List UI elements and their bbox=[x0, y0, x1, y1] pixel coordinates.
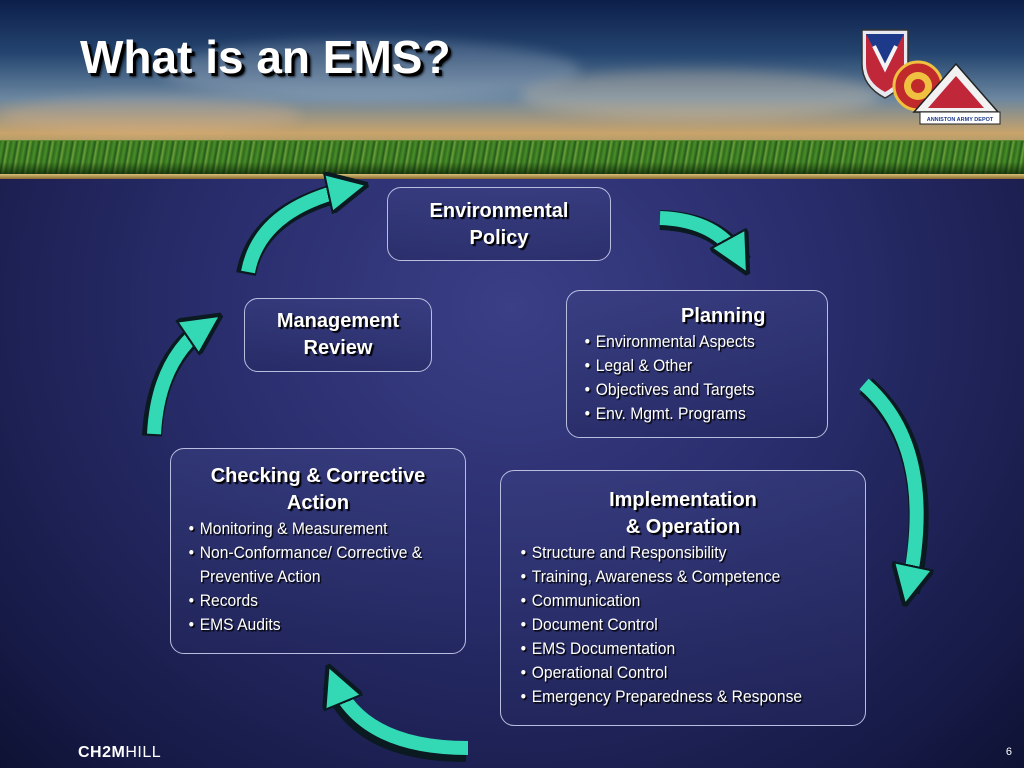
army-logo: ANNISTON ARMY DEPOT bbox=[861, 29, 1001, 125]
planning-box: Planning Environmental Aspects Legal & O… bbox=[566, 290, 828, 438]
logo-bold: CH2M bbox=[78, 744, 126, 761]
planning-item: Env. Mgmt. Programs bbox=[581, 402, 807, 426]
header-banner bbox=[0, 0, 1024, 178]
checking-item: EMS Audits bbox=[185, 613, 443, 637]
ch2mhill-logo: CH2MHILL bbox=[78, 744, 161, 762]
arrow-planning-to-implementation bbox=[859, 378, 929, 595]
management-review-title: Management Review bbox=[276, 310, 400, 359]
implementation-item: Structure and Responsibility bbox=[517, 541, 837, 565]
logo-regular: HILL bbox=[125, 744, 162, 761]
implementation-item: Training, Awareness & Competence bbox=[517, 565, 837, 589]
implementation-item: EMS Documentation bbox=[517, 637, 837, 661]
checking-item: Monitoring & Measurement bbox=[185, 517, 443, 541]
environmental-policy-box: Environmental Policy bbox=[387, 187, 611, 261]
checking-list: Monitoring & Measurement Non-Conformance… bbox=[185, 517, 465, 637]
planning-item: Environmental Aspects bbox=[581, 330, 807, 354]
depot-triangle-icon bbox=[912, 62, 1001, 125]
planning-item: Objectives and Targets bbox=[581, 378, 807, 402]
implementation-item: Communication bbox=[517, 589, 837, 613]
planning-list: Environmental Aspects Legal & Other Obje… bbox=[581, 330, 827, 426]
arrow-implementation-to-checking bbox=[322, 679, 467, 762]
cloud bbox=[520, 70, 880, 120]
arrow-checking-to-review bbox=[142, 317, 212, 437]
implementation-title: Implementation & Operation bbox=[609, 489, 757, 538]
implementation-item: Emergency Preparedness & Response bbox=[517, 685, 837, 709]
planning-title: Planning bbox=[681, 305, 766, 327]
implementation-item: Document Control bbox=[517, 613, 837, 637]
environmental-policy-title: Environmental Policy bbox=[429, 200, 569, 249]
checking-item: Records bbox=[185, 589, 443, 613]
header-rule bbox=[0, 174, 1024, 179]
arrow-policy-to-planning bbox=[659, 210, 751, 268]
implementation-item: Operational Control bbox=[517, 661, 837, 685]
cloud bbox=[160, 40, 580, 100]
planning-item: Legal & Other bbox=[581, 354, 807, 378]
checking-corrective-action-box: Checking & Corrective Action Monitoring … bbox=[170, 448, 466, 654]
implementation-operation-box: Implementation & Operation Structure and… bbox=[500, 470, 866, 726]
checking-title: Checking & Corrective Action bbox=[210, 465, 426, 514]
grass-shade bbox=[0, 162, 1024, 174]
page-number: 6 bbox=[1005, 746, 1012, 758]
cloud bbox=[0, 95, 300, 135]
checking-item: Non-Conformance/ Corrective & Preventive… bbox=[185, 541, 443, 589]
management-review-box: Management Review bbox=[244, 298, 432, 372]
implementation-list: Structure and Responsibility Training, A… bbox=[517, 541, 865, 709]
depot-name: ANNISTON ARMY DEPOT bbox=[927, 117, 994, 123]
arrow-review-to-policy bbox=[236, 180, 353, 277]
slide-title: What is an EMS? bbox=[80, 31, 451, 83]
